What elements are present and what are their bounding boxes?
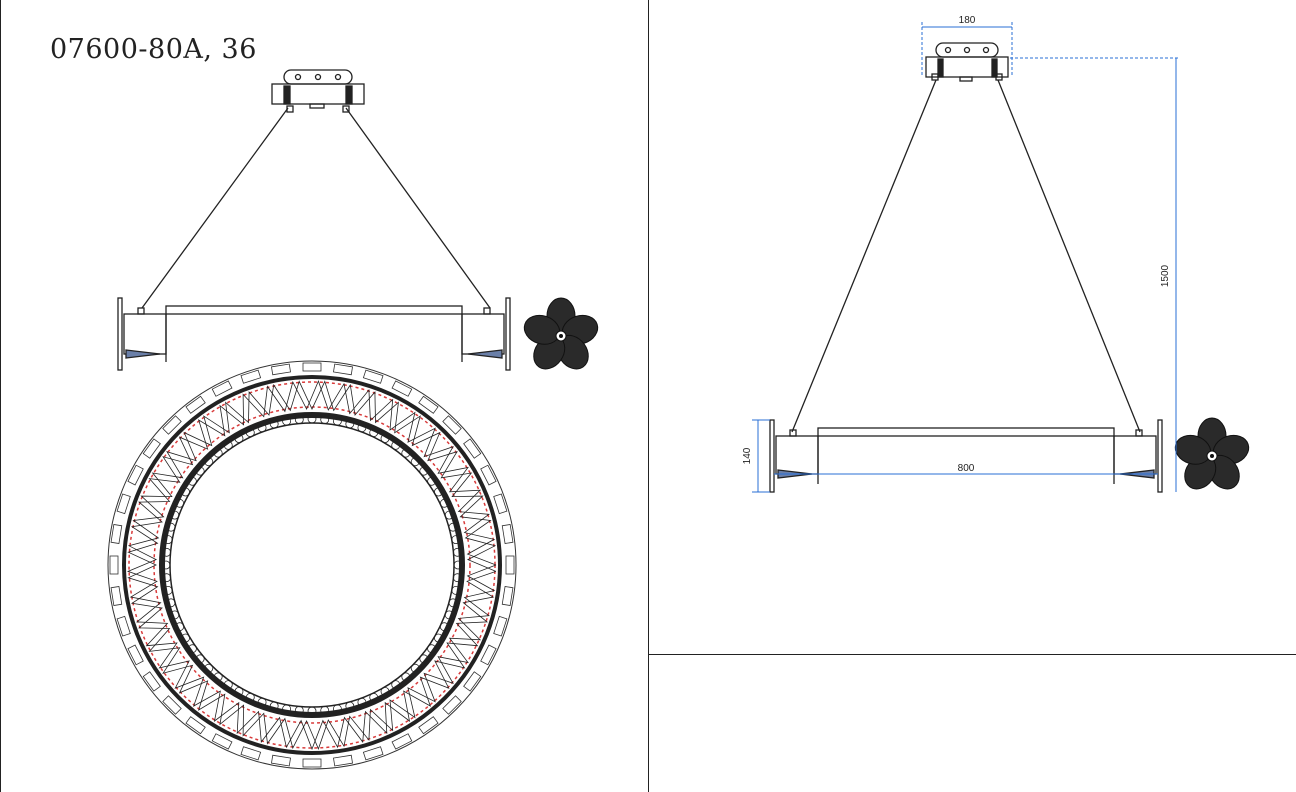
ring-top-bar (165, 305, 463, 315)
cable-left (141, 107, 289, 309)
cable-right (345, 107, 491, 309)
cable-left-right (791, 79, 937, 433)
left-side-view (117, 69, 511, 371)
dim-suspension-height: 1500 (1160, 264, 1171, 287)
left-panel (0, 0, 1, 792)
dim-canopy-width: 180 (959, 15, 976, 26)
flower-detail-left (523, 297, 599, 370)
right-side-view (769, 42, 1163, 493)
dim-ring-diameter: 800 (958, 463, 975, 474)
dim-ring-height: 140 (742, 447, 753, 464)
flower-detail-right (1174, 417, 1250, 490)
ring-top-view (107, 360, 517, 770)
right-bottom-panel (648, 655, 1296, 792)
dimension-lines (752, 22, 1178, 493)
cable-right-right (997, 79, 1141, 433)
canopy-plate (283, 69, 353, 85)
model-code: 07600-80A, 36 (50, 34, 257, 65)
right-top-panel (648, 0, 1296, 655)
